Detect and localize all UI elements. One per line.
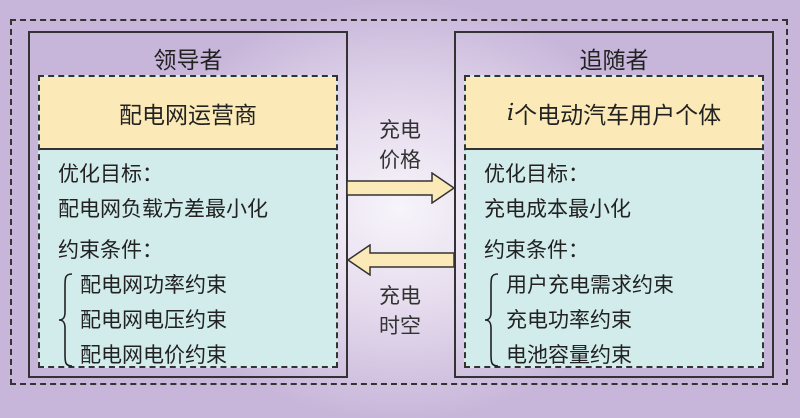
- leader-title: 领导者: [153, 48, 223, 74]
- brace-icon: [484, 273, 499, 367]
- right-arrow-icon: [346, 172, 456, 204]
- leader-constraint: 配电网电压约束: [80, 308, 227, 332]
- follower-constraint: 用户充电需求约束: [506, 273, 674, 297]
- follower-constraints-label: 约束条件：: [484, 238, 589, 262]
- spacetime-arrow-label: 充电 时空: [370, 281, 430, 341]
- spacetime-label-line2: 时空: [379, 314, 421, 338]
- follower-objective: 充电成本最小化: [484, 197, 631, 221]
- leader-constraint: 配电网电价约束: [80, 343, 227, 367]
- left-arrow-icon: [346, 244, 455, 276]
- leader-constraints-label: 约束条件：: [58, 238, 163, 262]
- follower-entity-variable: i: [506, 99, 515, 126]
- leader-entity: 配电网运营商: [40, 77, 336, 150]
- leader-entity-label: 配电网运营商: [119, 102, 257, 129]
- leader-content: 优化目标： 配电网负载方差最小化 约束条件： 配电网功率约束 配电网电压约束 配…: [58, 157, 268, 373]
- follower-constraint: 充电功率约束: [506, 308, 632, 332]
- spacetime-label-line1: 充电: [379, 284, 421, 308]
- price-label-line2: 价格: [379, 148, 421, 172]
- price-arrow-label: 充电 价格: [370, 115, 430, 175]
- follower-entity-label: 个电动汽车用户个体: [514, 102, 722, 129]
- follower-title: 追随者: [579, 48, 649, 74]
- follower-objective-label: 优化目标：: [484, 162, 589, 186]
- leader-inner-box: 配电网运营商 优化目标： 配电网负载方差最小化 约束条件： 配电网功率约束 配电…: [38, 75, 338, 368]
- follower-content: 优化目标： 充电成本最小化 约束条件： 用户充电需求约束 充电功率约束 电池容量…: [484, 157, 674, 373]
- leader-objective: 配电网负载方差最小化: [58, 197, 268, 221]
- leader-constraints-list: 配电网功率约束 配电网电压约束 配电网电价约束: [58, 268, 268, 373]
- follower-constraint: 电池容量约束: [506, 343, 632, 367]
- brace-icon: [58, 273, 73, 367]
- leader-panel: 领导者 配电网运营商 优化目标： 配电网负载方差最小化 约束条件： 配电网功率约…: [28, 31, 348, 378]
- follower-constraints-list: 用户充电需求约束 充电功率约束 电池容量约束: [484, 268, 674, 373]
- price-label-line1: 充电: [379, 118, 421, 142]
- game-framework-boundary: [10, 19, 788, 385]
- leader-objective-label: 优化目标：: [58, 162, 163, 186]
- leader-constraint: 配电网功率约束: [80, 273, 227, 297]
